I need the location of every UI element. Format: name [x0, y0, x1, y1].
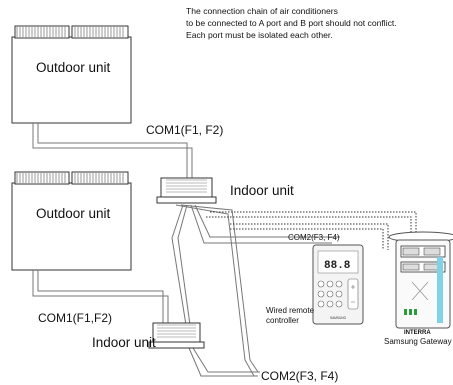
- gateway-accent-strip: [437, 257, 443, 323]
- remote-brand: SAMSUNG: [330, 316, 347, 320]
- remote-buttons: [317, 278, 359, 310]
- com2-mid-label: COM2(F3, F4): [288, 233, 340, 242]
- wired-remote-controller: 88.8 SAMSUNG: [312, 244, 364, 325]
- connection-note: The connection chain of air conditioners…: [186, 5, 397, 41]
- com2-wire-indoor2-b: [171, 204, 187, 326]
- com2-wire-loop-a: [180, 204, 259, 373]
- outdoor-unit-1-label: Outdoor unit: [36, 60, 111, 75]
- indoor-unit-1-label: Indoor unit: [230, 183, 294, 198]
- wiring: [32, 123, 340, 377]
- com2-wire-bottom-a: [192, 347, 260, 373]
- com2-wire-bottom-b: [188, 347, 258, 377]
- gateway-led-green: [404, 309, 407, 315]
- com1-bottom-label: COM1(F1,F2): [38, 311, 113, 325]
- com2-wire-loop-b: [175, 204, 255, 377]
- com2-wire-indoor2-a: [177, 204, 191, 326]
- indoor-unit-1: [156, 177, 217, 204]
- outdoor-unit-2: [11, 171, 132, 271]
- com1-top-label: COM1(F1, F2): [146, 123, 224, 137]
- wired-remote-label-line1: Wired remote: [266, 306, 315, 315]
- com1-top-wire-b: [37, 123, 188, 178]
- wired-remote-label: Wired remote controller: [266, 306, 314, 326]
- note-line-2: to be connected to A port and B port sho…: [186, 18, 397, 28]
- remote-display: 88.8: [324, 260, 351, 272]
- gateway-label: Samsung Gateway: [384, 337, 452, 346]
- com1-top-wire-a: [32, 123, 193, 178]
- note-line-1: The connection chain of air conditioners: [186, 6, 338, 16]
- samsung-gateway: [388, 231, 453, 329]
- outdoor-unit-1: [11, 25, 132, 124]
- com2-wire-remote-b: [190, 204, 332, 244]
- wired-remote-label-line2: controller: [266, 316, 299, 325]
- gateway-logo: INTERRA: [404, 330, 431, 336]
- outdoor-unit-2-label: Outdoor unit: [36, 206, 111, 221]
- com1-bottom-wire-b: [37, 270, 164, 323]
- com2-wire-remote-a: [194, 204, 340, 238]
- com2-bottom-label: COM2(F3, F4): [261, 369, 339, 383]
- com1-bottom-wire-a: [32, 270, 169, 323]
- note-line-3: Each port must be isolated each other.: [186, 30, 333, 40]
- indoor-unit-2: [148, 322, 205, 349]
- indoor-unit-2-label: Indoor unit: [92, 335, 156, 350]
- gateway-dotted-wires: [206, 211, 417, 250]
